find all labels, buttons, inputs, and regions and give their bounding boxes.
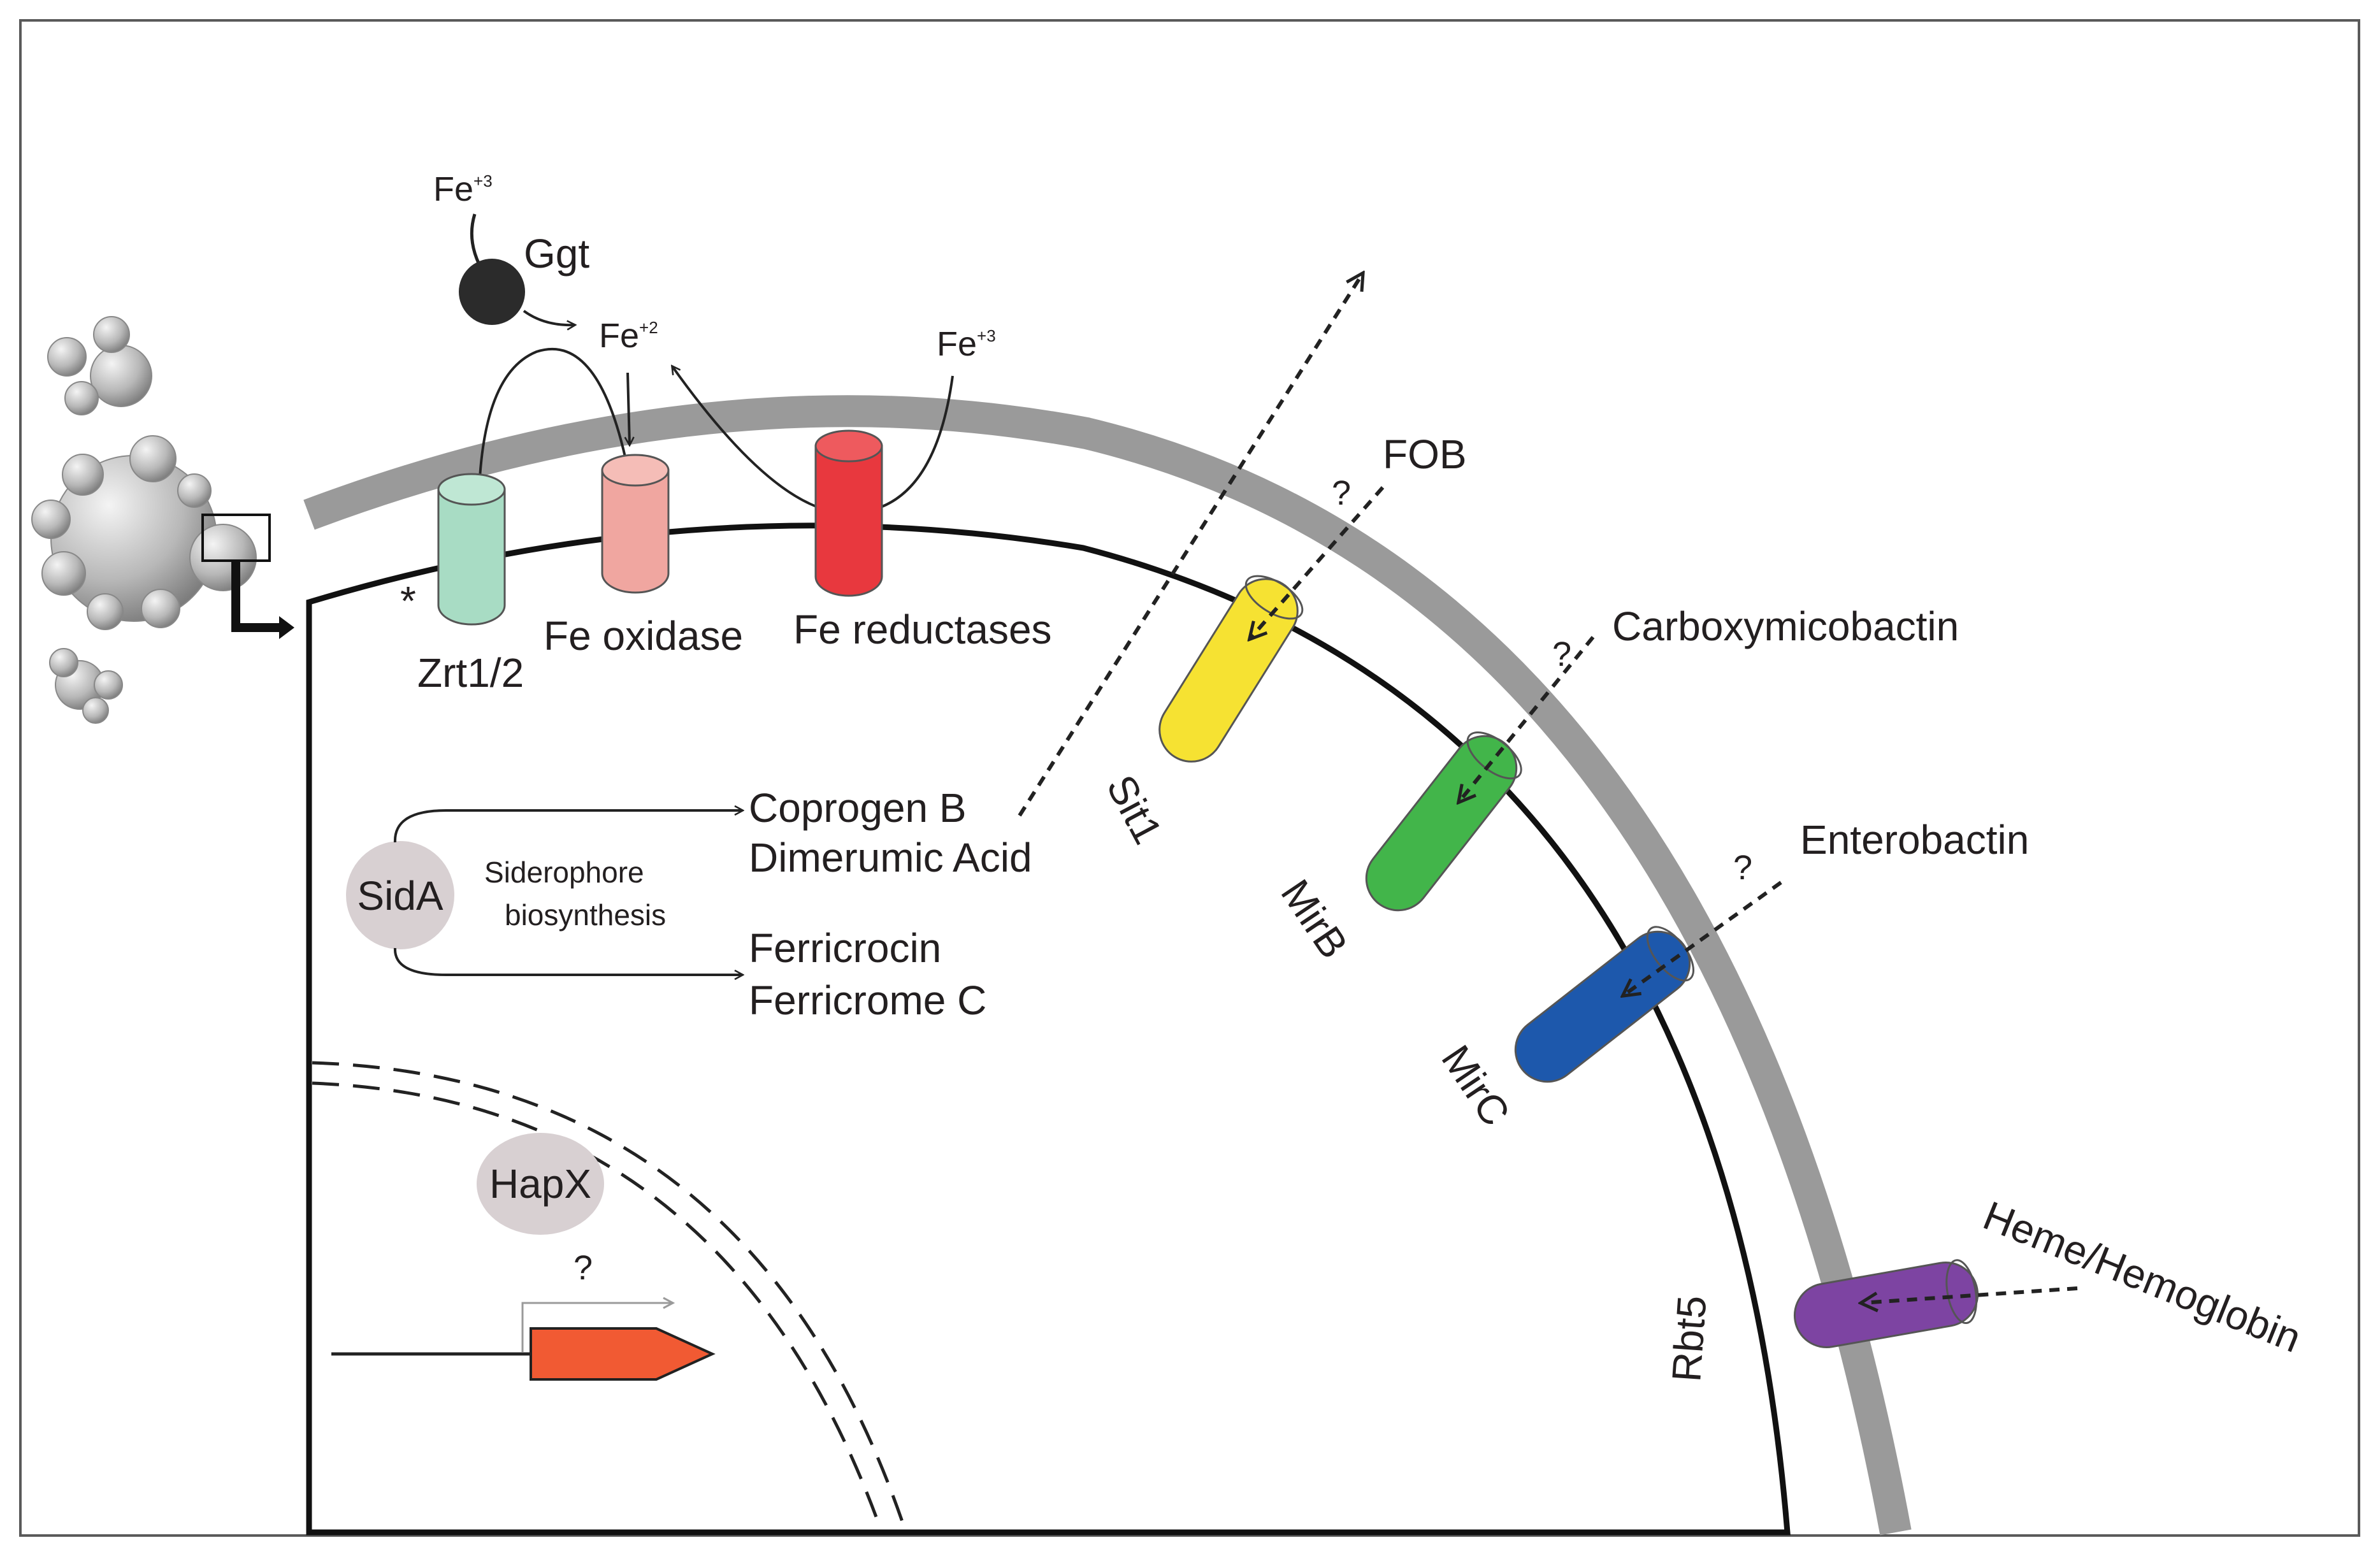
fe2-label: Fe+2 [599, 317, 658, 355]
carboxymicobactin-question: ? [1552, 635, 1571, 673]
enterobactin-question: ? [1733, 849, 1752, 887]
arrow-fe2-to-oxidase [628, 372, 630, 445]
dimerumic-label: Dimerumic Acid [749, 835, 1032, 881]
ferricrocin-label: Ferricrocin [749, 925, 941, 971]
zrt-transporter [437, 473, 506, 626]
nuclear-envelope-inner [312, 1081, 883, 1530]
arrow-to-ferricrocin [393, 947, 742, 975]
sida-bubble [346, 841, 454, 949]
fob-label: FOB [1383, 431, 1467, 477]
enterobactin-uptake-arrow [1624, 881, 1782, 995]
fe-reductase-transporter [814, 429, 883, 597]
carboxymicobactin-label: Carboxymicobactin [1612, 603, 1959, 649]
asterisk-label: * [400, 578, 416, 624]
zoom-arrow [231, 561, 280, 632]
mirc-transporter [1514, 926, 1695, 1083]
fe3-top-label: Fe+3 [433, 170, 493, 208]
hapx-bubble [477, 1133, 604, 1235]
fe-oxidase-transporter [601, 454, 670, 594]
heme-uptake-arrow [1862, 1286, 2078, 1303]
sida-label: SidA [357, 873, 444, 919]
siderophore-label-line2: biosynthesis [505, 898, 666, 932]
ggt-icon [459, 259, 525, 325]
fob-uptake-arrow [1250, 486, 1385, 638]
fungal-cluster-icon [31, 316, 294, 724]
gene-icon [530, 1327, 716, 1381]
nuclear-envelope-outer [312, 1061, 907, 1530]
fob-question: ? [1332, 474, 1351, 512]
hapx-label: HapX [489, 1161, 591, 1207]
fe-reductases-label: Fe reductases [793, 607, 1052, 652]
zrt-label: Zrt1/2 [417, 650, 524, 696]
ggt-label: Ggt [524, 231, 589, 277]
coprogen-label: Coprogen B [749, 785, 967, 831]
siderophore-label-line1: Siderophore [484, 856, 644, 889]
fe-oxidase-label: Fe oxidase [544, 613, 743, 659]
arrow-to-coprogen [393, 810, 742, 843]
ferricrome-label: Ferricrome C [749, 977, 986, 1023]
rbt5-label: Rbt5 [1663, 1294, 1715, 1383]
transcription-arrow [521, 1303, 672, 1352]
hapx-question: ? [573, 1249, 593, 1287]
rbt5-transporter [1793, 1259, 1979, 1348]
fe3-right-label: Fe+3 [937, 325, 996, 363]
arrow-oxidase-to-zrt [479, 347, 629, 489]
enterobactin-label: Enterobactin [1800, 817, 2029, 863]
